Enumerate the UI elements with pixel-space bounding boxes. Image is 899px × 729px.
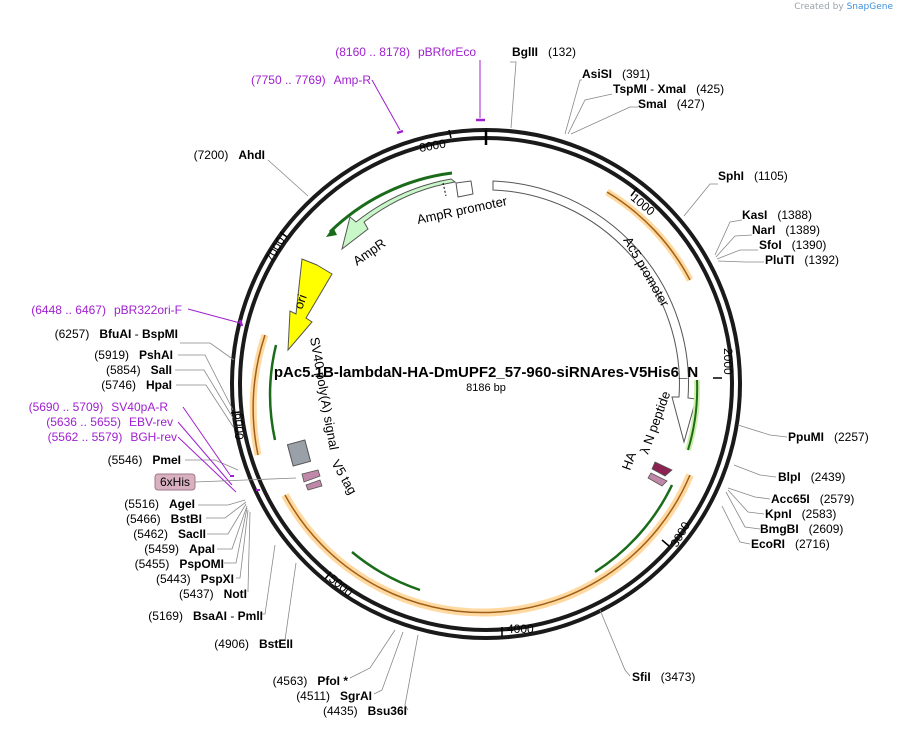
ori-label: ori bbox=[291, 292, 310, 311]
ha-label: HA bbox=[619, 450, 639, 472]
ampr-promoter-arrow bbox=[455, 180, 474, 198]
leader-lines-left bbox=[175, 159, 419, 711]
credit-prefix: Created by bbox=[794, 2, 844, 12]
sv40pa-box bbox=[286, 439, 312, 467]
enzyme-label: (7200)AhdI bbox=[194, 148, 265, 162]
orf-inner-bottom-left bbox=[351, 551, 421, 592]
enzyme-label: PpuMI(2257) bbox=[788, 430, 869, 444]
primer-label: (8160 .. 8178)pBRforEco bbox=[335, 45, 476, 59]
v5-tag-arrow bbox=[301, 469, 323, 491]
ac5-promoter-arrow bbox=[492, 180, 697, 444]
enzyme-label: NarI(1389) bbox=[752, 223, 820, 237]
enzyme-label: Acc65I(2579) bbox=[771, 492, 854, 506]
tick-7000: 7000 bbox=[262, 234, 288, 264]
primer-label: (5690 .. 5709)SV40pA-R bbox=[29, 400, 169, 414]
snapgene-credit: Created by SnapGene bbox=[794, 2, 893, 12]
enzyme-label: PluTI(1392) bbox=[765, 253, 839, 267]
orf-arc-bottom-line bbox=[284, 474, 691, 614]
his-tag: 6xHis bbox=[154, 473, 297, 491]
enzyme-label: (4906)BstEII bbox=[214, 637, 293, 651]
enzyme-label: SmaI(427) bbox=[638, 97, 705, 111]
primer-label: (6448 .. 6467)pBR322ori-F bbox=[31, 303, 182, 317]
enzyme-label: SphI(1105) bbox=[718, 169, 788, 183]
enzyme-label: TspMI - XmaI(425) bbox=[613, 82, 724, 96]
enzyme-label: SfiI(3473) bbox=[632, 670, 695, 684]
plasmid-size: 8186 bp bbox=[466, 382, 506, 394]
enzyme-label: (4435)Bsu36I bbox=[323, 704, 407, 718]
enzyme-label: SfoI(1390) bbox=[759, 238, 826, 252]
plasmid-name: pAc5.1B-lambdaN-HA-DmUPF2_57-960-siRNAre… bbox=[274, 364, 698, 381]
tick-5000: 5000 bbox=[326, 572, 356, 600]
backbone bbox=[230, 128, 742, 640]
his-tag-label: 6xHis bbox=[160, 475, 190, 489]
ha-arrow bbox=[647, 472, 668, 487]
primer-label: (5562 .. 5579)BGH-rev bbox=[48, 430, 177, 444]
enzyme-label: KpnI(2583) bbox=[765, 507, 836, 521]
v5-tag-label: V5 tag bbox=[328, 457, 360, 497]
features bbox=[249, 171, 701, 617]
snapgene-logo: SnapGene bbox=[846, 2, 893, 12]
enzyme-label: (5455)PspOMI bbox=[135, 557, 224, 571]
enzyme-label: (4511)SgrAI bbox=[296, 689, 372, 703]
orf-arc-left-line bbox=[252, 334, 266, 456]
enzyme-label: (6257)BfuAI - BspMI bbox=[55, 327, 178, 341]
enzyme-label: (5437)NotI bbox=[179, 587, 247, 601]
primer-labels: (8160 .. 8178)pBRforEco (7750 .. 7769)Am… bbox=[29, 45, 477, 444]
enzyme-label: BlpI(2439) bbox=[778, 470, 845, 484]
enzyme-label: (5443)PspXI bbox=[156, 572, 234, 586]
primer-lines bbox=[177, 60, 485, 493]
sv40pa-label: SV40 poly(A) signal bbox=[307, 336, 342, 451]
orf-arc-top-right-line bbox=[606, 191, 691, 281]
lambda-n-arrow bbox=[651, 461, 673, 477]
orf-inner-left bbox=[268, 344, 278, 441]
enzyme-label: (5746)HpaI bbox=[101, 378, 172, 392]
enzyme-label: (5169)BsaAI - PmlI bbox=[148, 609, 263, 623]
ampr-dashed bbox=[442, 182, 447, 197]
enzyme-label: (5459)ApaI bbox=[144, 542, 215, 556]
ampr-inner-head bbox=[326, 227, 337, 237]
tick-marks bbox=[230, 129, 722, 636]
enzyme-label: EcoRI(2716) bbox=[751, 537, 830, 551]
ori-arrow bbox=[287, 258, 333, 352]
enzyme-label: (5462)SacII bbox=[133, 527, 206, 541]
leader-lines-right bbox=[510, 61, 788, 677]
enzyme-label: AsiSI(391) bbox=[582, 67, 650, 81]
enzyme-label: (4563)PfoI * bbox=[273, 674, 349, 688]
lambda-n-label: λ N peptide bbox=[637, 389, 674, 456]
enzyme-label: (5516)AgeI bbox=[124, 497, 195, 511]
ampr-label: AmpR bbox=[350, 235, 388, 268]
enzyme-labels-left: (7200)AhdI (6257)BfuAI - BspMI (5919)Psh… bbox=[55, 148, 407, 718]
enzyme-label: BmgBI(2609) bbox=[760, 522, 843, 536]
enzyme-label: (5854)SalI bbox=[106, 363, 172, 377]
ampr-inner-arrow bbox=[328, 171, 453, 234]
primer-label: (5636 .. 5655)EBV-rev bbox=[46, 415, 173, 429]
enzyme-label: (5919)PshAI bbox=[94, 348, 173, 362]
orf-inner-bottom-right bbox=[594, 484, 674, 574]
enzyme-label: BglII(132) bbox=[512, 45, 576, 59]
tick-8000: 8000 bbox=[418, 136, 447, 154]
enzyme-label: (5466)BstBI bbox=[126, 512, 202, 526]
ampr-arrow bbox=[341, 178, 457, 251]
tick-2000: 2000 bbox=[721, 348, 735, 375]
primer-label: (7750 .. 7769)Amp-R bbox=[251, 73, 371, 87]
tick-6000: 6000 bbox=[232, 413, 246, 440]
enzyme-label: (5546)PmeI bbox=[108, 453, 181, 467]
ampr-promoter-label: AmpR promoter bbox=[416, 193, 510, 227]
tick-4000: 4000 bbox=[507, 622, 534, 636]
orf-arc-right-line bbox=[687, 379, 699, 451]
enzyme-labels-right: BglII(132) AsiSI(391) TspMI - XmaI(425) … bbox=[512, 45, 869, 684]
enzyme-label: KasI(1388) bbox=[742, 208, 812, 222]
